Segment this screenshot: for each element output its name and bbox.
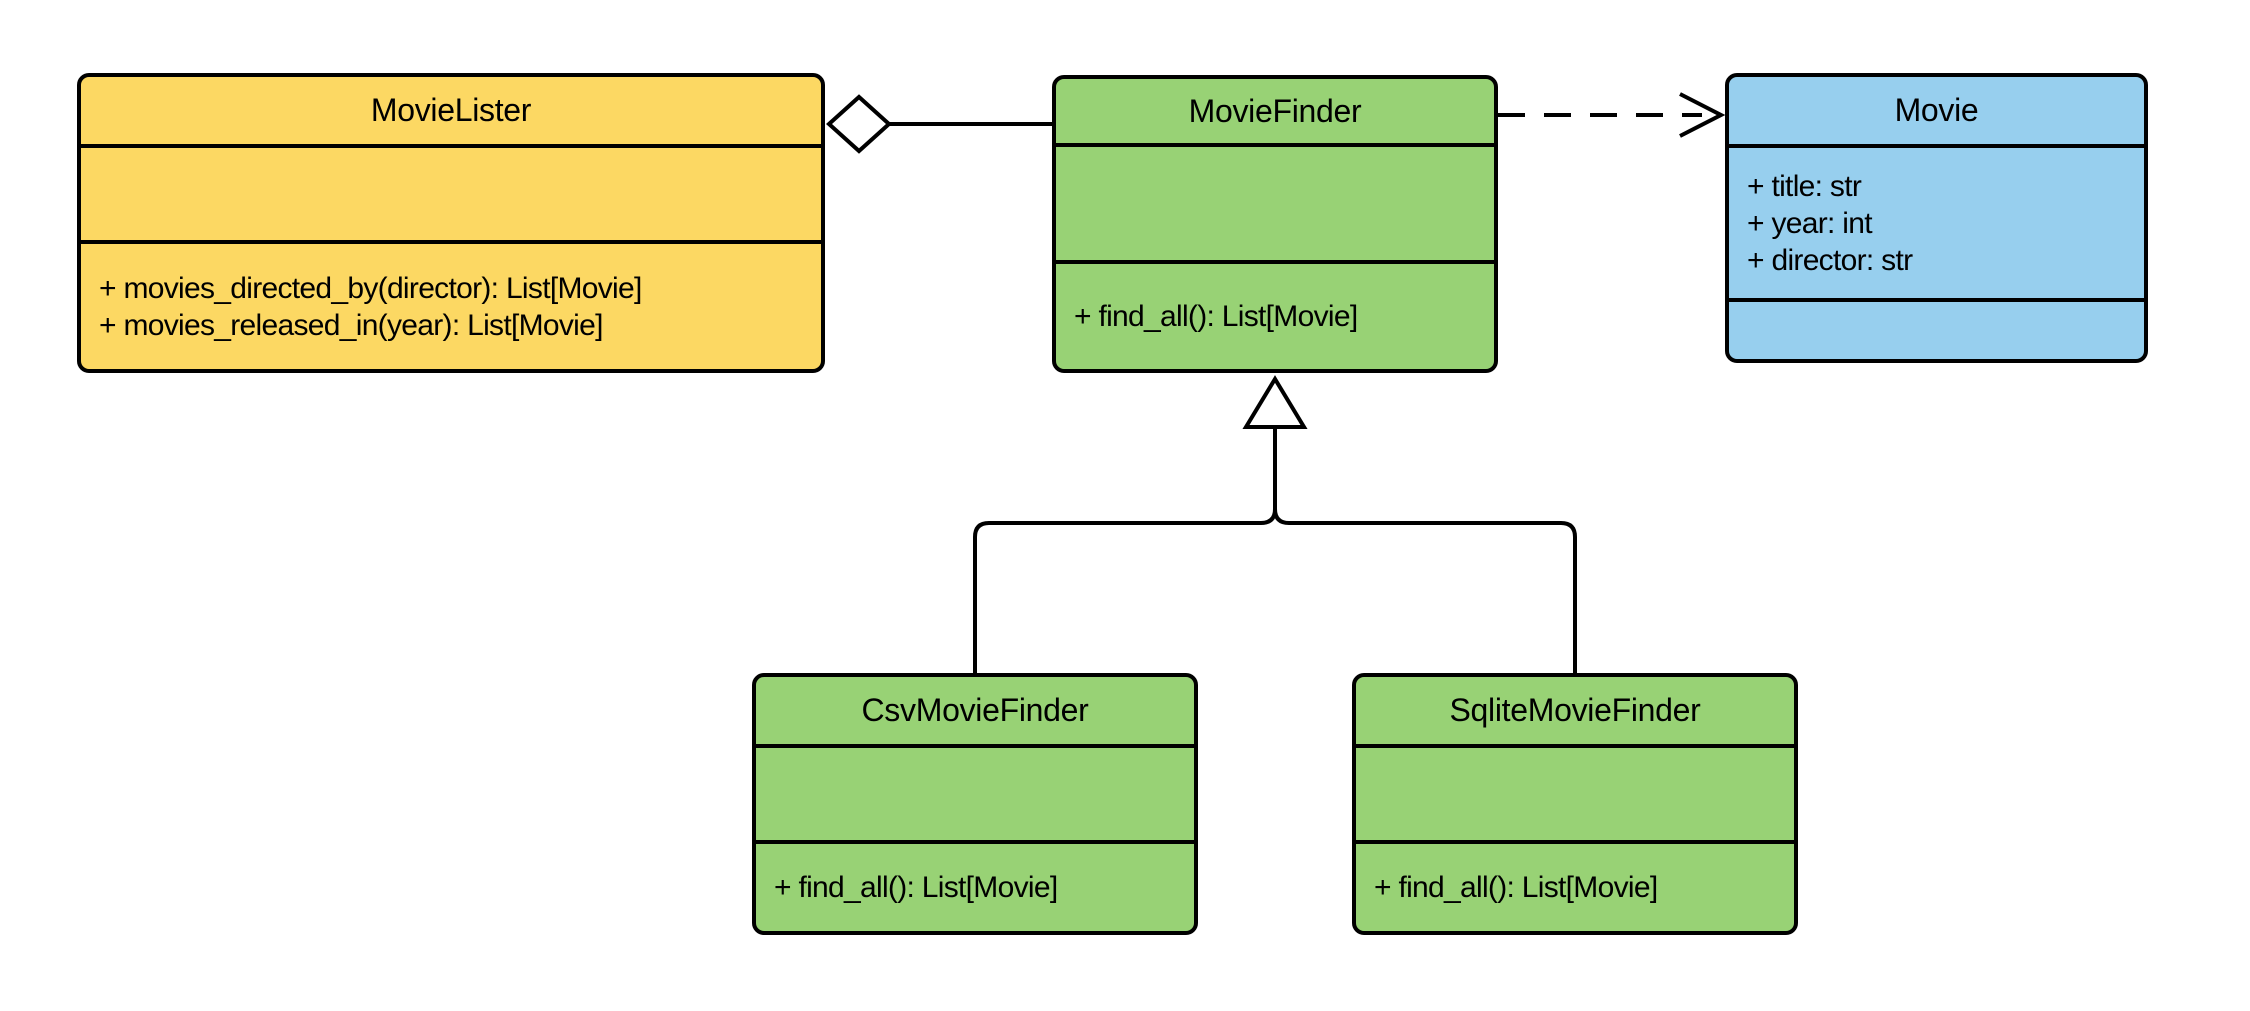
class-movielister: MovieLister + movies_directed_by(directo… [77, 73, 825, 373]
hollow-diamond-icon [826, 94, 892, 154]
class-csvmoviefinder: CsvMovieFinder + find_all(): List[Movie] [752, 673, 1198, 935]
class-name-label: CsvMovieFinder [861, 692, 1089, 728]
method-line: + movies_directed_by(director): List[Mov… [99, 271, 642, 305]
class-title-movie: Movie [1729, 77, 2144, 144]
methods-compartment-csvmoviefinder: + find_all(): List[Movie] [756, 840, 1194, 931]
class-movie: Movie + title: str + year: int + directo… [1725, 73, 2148, 363]
inheritance-connector-csv [973, 429, 1277, 673]
class-title-sqlitemoviefinder: SqliteMovieFinder [1356, 677, 1794, 744]
class-title-movielister: MovieLister [81, 77, 821, 144]
inheritance-connector-sqlite [1273, 429, 1577, 673]
attributes-compartment-moviefinder [1056, 143, 1494, 260]
inheritance-line-csv [973, 429, 1277, 673]
methods-compartment-moviefinder: + find_all(): List[Movie] [1056, 260, 1494, 369]
class-title-moviefinder: MovieFinder [1056, 79, 1494, 143]
methods-compartment-movielister: + movies_directed_by(director): List[Mov… [81, 240, 821, 369]
class-name-label: Movie [1894, 92, 1979, 128]
inheritance-line-sqlite [1273, 429, 1577, 673]
class-name-label: SqliteMovieFinder [1449, 692, 1701, 728]
open-arrowhead-icon [1679, 92, 1726, 138]
attribute-line: + year: int [1747, 206, 1873, 240]
method-line: + movies_released_in(year): List[Movie] [99, 308, 603, 342]
hollow-triangle-icon [1242, 375, 1308, 429]
methods-compartment-sqlitemoviefinder: + find_all(): List[Movie] [1356, 840, 1794, 931]
class-name-label: MovieFinder [1188, 92, 1362, 129]
aggregation-connector [826, 94, 1052, 154]
attribute-line: + title: str [1747, 169, 1862, 203]
class-title-csvmoviefinder: CsvMovieFinder [756, 677, 1194, 744]
attributes-compartment-csvmoviefinder [756, 744, 1194, 840]
dependency-connector [1498, 92, 1726, 138]
methods-compartment-movie [1729, 298, 2144, 359]
method-line: + find_all(): List[Movie] [774, 871, 1058, 904]
method-line: + find_all(): List[Movie] [1074, 300, 1358, 333]
attributes-compartment-sqlitemoviefinder [1356, 744, 1794, 840]
attributes-compartment-movie: + title: str + year: int + director: str [1729, 144, 2144, 298]
class-sqlitemoviefinder: SqliteMovieFinder + find_all(): List[Mov… [1352, 673, 1798, 935]
method-line: + find_all(): List[Movie] [1374, 871, 1658, 904]
attributes-compartment-movielister [81, 144, 821, 240]
attribute-line: + director: str [1747, 243, 1913, 277]
class-name-label: MovieLister [370, 92, 532, 128]
class-moviefinder: MovieFinder + find_all(): List[Movie] [1052, 75, 1498, 373]
